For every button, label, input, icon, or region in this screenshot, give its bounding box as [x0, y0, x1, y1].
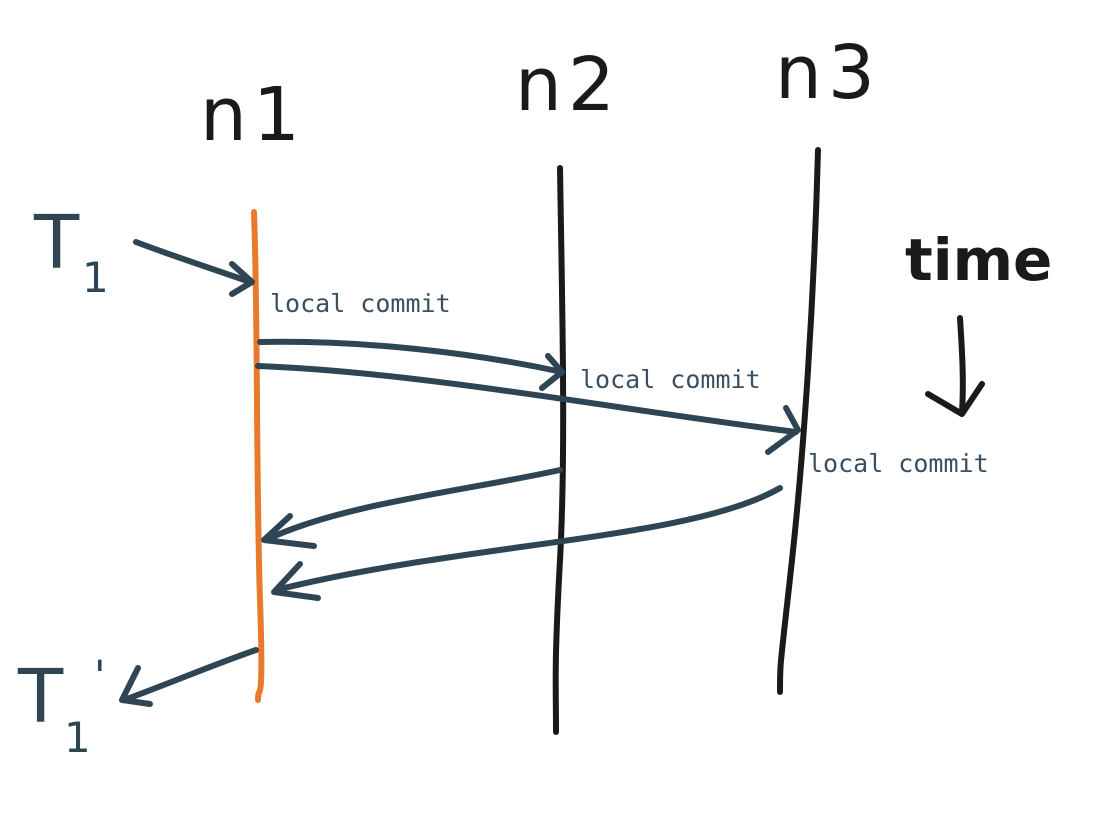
- timeline-n1: [251, 209, 265, 703]
- node-label-n1: n1: [200, 72, 306, 158]
- svg-text:': ': [94, 651, 106, 700]
- arrow-n3-to-n1: [273, 485, 783, 593]
- local-commit-n3: local commit: [808, 449, 989, 478]
- timeline-n2: [552, 165, 567, 735]
- svg-text:T: T: [33, 200, 80, 286]
- arrow-head-n1-to-n2: [539, 353, 565, 391]
- local-commit-n2: local commit: [580, 365, 761, 394]
- arrow-n1-to-n2: [257, 338, 565, 375]
- svg-text:1: 1: [82, 253, 109, 302]
- node-label-n3: n3: [775, 30, 881, 116]
- arrow-n1-to-n3: [255, 363, 799, 435]
- arrow-head-n1-to-t1-prime: [119, 665, 153, 707]
- timeline-n3: [777, 147, 821, 695]
- transaction-label-t1: T 1: [33, 200, 109, 302]
- arrow-head-t1-to-n1: [229, 261, 255, 297]
- local-commit-n1: local commit: [270, 289, 451, 318]
- time-label: time: [905, 226, 1052, 294]
- arrow-n1-to-t1-prime: [121, 647, 259, 703]
- svg-text:1: 1: [64, 713, 91, 762]
- node-label-n2: n2: [515, 42, 621, 128]
- transaction-label-t1-prime: T 1 ': [17, 651, 106, 762]
- arrow-down-icon: [925, 315, 985, 417]
- arrow-head-n1-to-n3: [765, 405, 801, 455]
- arrow-n2-to-n1: [263, 467, 563, 543]
- arrow-head-n2-to-n1: [261, 513, 317, 549]
- svg-text:T: T: [17, 654, 64, 740]
- arrow-head-n3-to-n1: [271, 561, 321, 601]
- arrow-t1-to-n1: [133, 239, 253, 285]
